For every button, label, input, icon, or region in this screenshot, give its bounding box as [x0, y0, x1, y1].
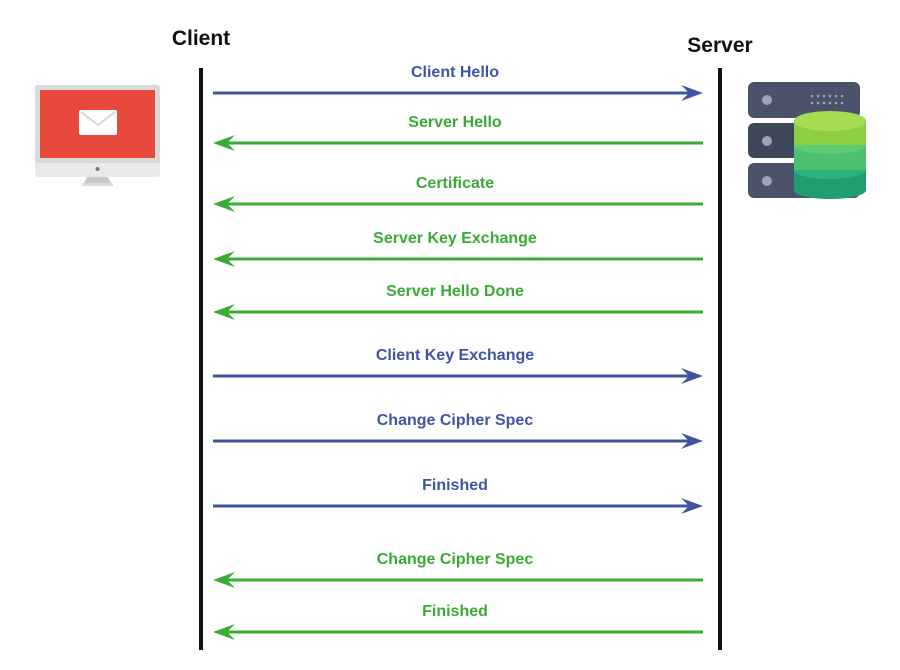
message-10: Finished	[213, 603, 703, 640]
message-8: Finished	[213, 477, 703, 514]
message-label: Server Hello	[408, 114, 502, 131]
message-6: Client Key Exchange	[213, 347, 703, 384]
arrow-left-icon	[213, 572, 235, 588]
arrow-left-icon	[213, 135, 235, 151]
arrow-left-icon	[213, 624, 235, 640]
arrow-right-icon	[681, 368, 703, 384]
arrow-right-icon	[681, 498, 703, 514]
message-label: Finished	[422, 603, 488, 620]
message-label: Server Hello Done	[386, 283, 524, 300]
message-label: Finished	[422, 477, 488, 494]
message-label: Change Cipher Spec	[377, 551, 534, 568]
arrow-left-icon	[213, 251, 235, 267]
message-label: Client Key Exchange	[376, 347, 534, 364]
arrow-right-icon	[681, 433, 703, 449]
message-label: Server Key Exchange	[373, 230, 537, 247]
arrow-left-icon	[213, 196, 235, 212]
message-9: Change Cipher Spec	[213, 551, 703, 588]
message-label: Change Cipher Spec	[377, 412, 534, 429]
message-1: Client Hello	[213, 64, 703, 101]
arrow-left-icon	[213, 304, 235, 320]
message-3: Certificate	[213, 175, 703, 212]
message-4: Server Key Exchange	[213, 230, 703, 267]
message-2: Server Hello	[213, 114, 703, 151]
arrow-right-icon	[681, 85, 703, 101]
message-5: Server Hello Done	[213, 283, 703, 320]
message-label: Certificate	[416, 175, 494, 192]
message-label: Client Hello	[411, 64, 499, 81]
computer-monitor-mail-icon	[35, 85, 160, 186]
message-7: Change Cipher Spec	[213, 412, 703, 449]
server-database-icon	[748, 82, 866, 199]
client-label: Client	[172, 27, 230, 50]
server-label: Server	[687, 34, 752, 57]
